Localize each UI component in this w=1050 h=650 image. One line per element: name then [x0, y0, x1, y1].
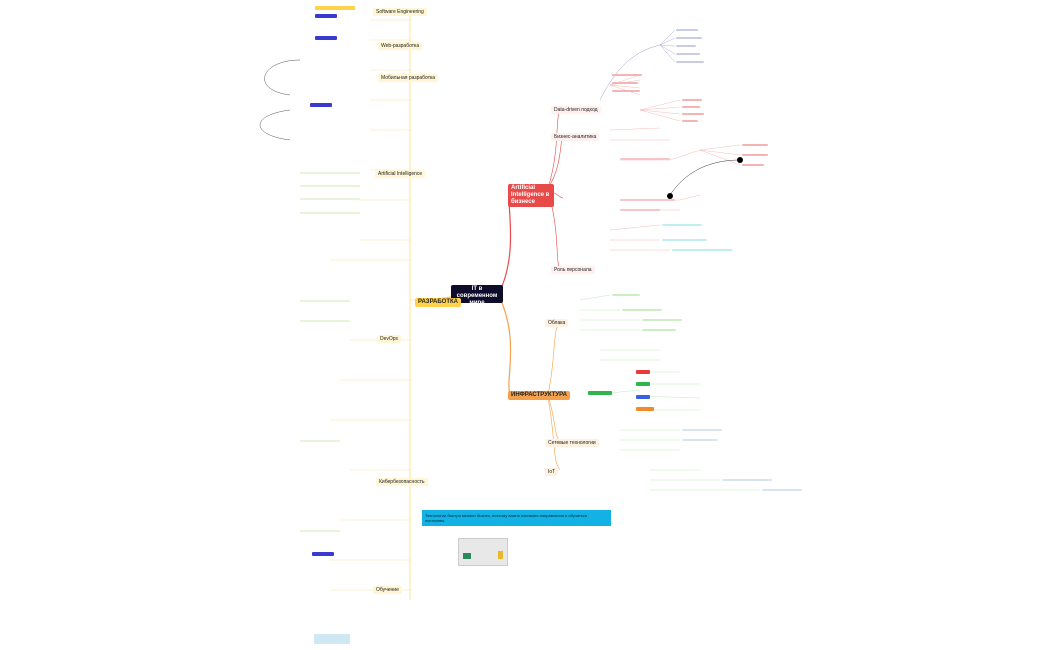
info-note: Технологии быстро меняют бизнес, поэтому… [422, 510, 611, 526]
ai-leaf [682, 113, 704, 115]
ai-leaf [612, 74, 642, 76]
top-cluster-leaf [676, 37, 702, 39]
dev-leaf [300, 198, 360, 200]
ai-leaf [682, 99, 702, 101]
topic-infra-network[interactable]: Сетевые технологии [545, 439, 599, 447]
dev-leaf [300, 172, 360, 174]
ai-leaf [672, 249, 732, 251]
top-cluster-leaf [676, 29, 698, 31]
topic-dev-mobile[interactable]: Мобильная разработка [378, 74, 439, 82]
ai-leaf [662, 239, 707, 241]
purple-tag [315, 36, 337, 40]
ai-leaf [662, 224, 702, 226]
dev-leaf [300, 185, 360, 187]
infra-leaf [642, 329, 676, 331]
embedded-image [458, 538, 508, 566]
junction-dot [737, 157, 743, 163]
red-tag [636, 370, 650, 374]
topic-dev-software[interactable]: Software Engineering [373, 8, 427, 16]
dev-leaf [300, 320, 350, 322]
orange-tag [636, 407, 654, 411]
ai-leaf [742, 164, 764, 166]
topic-dev-learning[interactable]: Обучение [373, 586, 402, 594]
topic-dev-security[interactable]: Кибербезопасность [376, 478, 428, 486]
purple-tag [310, 103, 332, 107]
dev-leaf [300, 530, 340, 532]
ai-leaf [620, 199, 675, 201]
central-topic[interactable]: IT в современном мире [451, 285, 503, 306]
branch-infrastructure[interactable]: ИНФРАСТРУКТУРА [508, 391, 570, 400]
infra-leaf [612, 294, 640, 296]
ai-leaf [682, 106, 700, 108]
top-cluster-leaf [676, 61, 704, 63]
infra-leaf [682, 429, 722, 431]
ai-leaf [612, 82, 638, 84]
topic-ai-people[interactable]: Роль персонала [551, 266, 595, 274]
blue-tag [636, 395, 650, 399]
ai-leaf [682, 120, 698, 122]
topic-dev-devops[interactable]: DevOps [377, 335, 402, 343]
topic-ai-business[interactable]: Бизнес-аналитика [551, 133, 600, 141]
top-cluster-leaf [676, 45, 696, 47]
topic-dev-ai-ml[interactable]: Artificial Intelligence [375, 170, 426, 178]
dev-image-placeholder [314, 634, 350, 644]
image-icon [463, 553, 471, 559]
dev-leaf [300, 440, 340, 442]
topic-infra-iot[interactable]: IoT [545, 468, 559, 476]
dev-leaf [300, 300, 350, 302]
infra-leaf [762, 489, 802, 491]
junction-dot [667, 193, 673, 199]
topic-ai-data[interactable]: Data-driven подход [551, 106, 601, 114]
ai-leaf [742, 144, 768, 146]
ai-leaf [620, 209, 660, 211]
branch-ai[interactable]: Artificial Intelligence в бизнесе [508, 184, 554, 207]
ai-leaf [620, 158, 670, 160]
image-icon [498, 551, 503, 559]
yellow-tag [315, 6, 355, 10]
infra-leaf [722, 479, 772, 481]
purple-tag [315, 14, 337, 18]
infra-leaf [622, 309, 662, 311]
ai-leaf [742, 154, 768, 156]
topic-dev-web[interactable]: Web-разработка [378, 42, 423, 50]
ai-leaf [612, 90, 640, 92]
topic-infra-cloud[interactable]: Облака [545, 319, 569, 327]
infra-leaf [682, 439, 718, 441]
green-tag [636, 382, 650, 386]
purple-tag [312, 552, 334, 556]
infra-leaf [642, 319, 682, 321]
branch-development[interactable]: РАЗРАБОТКА [415, 298, 462, 307]
dev-leaf [300, 212, 360, 214]
green-tag [588, 391, 612, 395]
top-cluster-leaf [676, 53, 700, 55]
